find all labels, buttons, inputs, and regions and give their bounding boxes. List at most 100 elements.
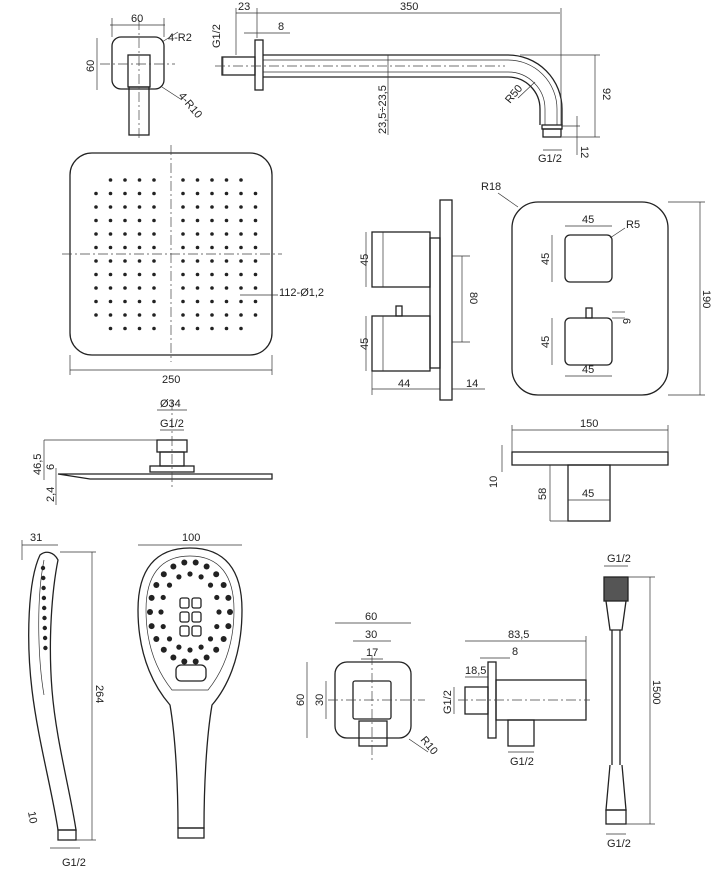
nozzle-pad [179,625,190,637]
nozzle-hole [94,286,98,290]
nozzle-hole [94,191,98,196]
nozzle-hole [239,191,243,196]
nozzle-hole [152,326,156,331]
nozzle-hole [224,191,229,196]
nozzle-hole [41,585,46,591]
wall-outlet-front-view: 60 30 17 60 30 R10 [295,611,440,760]
nozzle-hole [94,232,98,236]
nozzle-hole [94,205,98,209]
nozzle-hole [195,205,200,209]
nozzle-hole [123,205,127,209]
nozzle-hole [152,205,156,209]
nozzle-hole [210,245,214,250]
wall-outlet-side-view: 83,5 8 18,5 G1/2 G1/2 [442,629,590,768]
nozzle-hole [152,286,156,290]
nozzle-hole [239,259,243,263]
dimension-label: 350 [400,1,418,13]
nozzle-hole [203,563,210,570]
nozzle-hole [108,272,113,277]
nozzle-holes [94,178,258,331]
dimension-label: 10 [25,810,39,824]
nozzle-hole [210,178,214,182]
nozzle-hole [210,272,214,277]
wall-bracket-front-view: 60 4-R2 60 4-R10 [85,13,204,140]
nozzle-hole [239,326,243,331]
nozzle-hole [198,574,204,580]
nozzle-hole [123,232,127,236]
dimension-label: G1/2 [538,153,562,165]
dimension-label: 6 [45,464,57,470]
dimension-label: 264 [93,685,105,703]
hand-shower-side-view: 31 264 10 G1/2 [21,532,105,869]
nozzle-hole [181,313,185,317]
dimension-label: 6 [620,318,632,324]
dimension-label: G1/2 [160,418,184,430]
nozzle-hole [94,313,98,317]
dimension-label: R18 [481,181,501,193]
nozzle-hole [239,245,243,250]
nozzle-hole [210,259,214,263]
nozzle-hole [148,623,155,630]
nozzle-hole [253,245,258,250]
nozzle-hole [42,605,47,611]
shower-arm-side-view: 23 350 8 G1/2 R50 92 23,5÷23,5 G1/2 12 [211,1,612,165]
nozzle-pad [179,597,190,609]
nozzle-hole [152,313,156,317]
nozzle-hole [203,654,210,661]
nozzle-pad [191,625,202,637]
nozzle-hole [181,658,188,665]
nozzle-hole [158,609,164,615]
nozzle-hole [195,299,200,304]
dimension-label: 1500 [650,680,662,704]
dimension-label: G1/2 [607,553,631,565]
nozzle-hole [137,232,142,236]
nozzle-hole [148,594,155,601]
nozzle-hole [152,178,156,182]
nozzle-hole [239,205,243,209]
mixer-top-view: 150 10 58 45 [488,418,669,522]
nozzle-hole [224,272,229,277]
nozzle-hole [181,272,185,277]
dimension-label: 45 [540,253,552,265]
nozzle-hole [195,286,200,290]
nozzle-hole [224,286,229,290]
dimension-label: 150 [580,418,598,430]
nozzle-hole [220,581,227,588]
dimension-label: Ø34 [160,398,181,410]
nozzle-hole [137,191,142,196]
nozzle-hole [137,205,142,209]
dimension-label: 60 [85,60,97,72]
nozzle-hole [123,218,127,223]
nozzle-hole [187,571,193,577]
dimension-label: 8 [278,21,284,33]
dimension-label: 45 [359,338,371,350]
nozzle-hole [227,609,233,615]
nozzle-hole [176,574,182,580]
nozzle-hole [181,286,185,290]
nozzle-hole [195,218,200,223]
nozzle-hole [123,178,127,182]
nozzle-hole [181,232,185,236]
nozzle-hole [187,647,193,653]
nozzle-hole [192,559,199,566]
nozzle-hole [214,594,220,601]
nozzle-hole [224,326,229,331]
nozzle-hole [123,272,127,277]
nozzle-hole [94,272,98,277]
nozzle-hole [181,245,185,250]
dimension-label: R10 [418,734,440,757]
nozzle-hole [192,658,199,665]
nozzle-hole [123,259,127,263]
nozzle-hole [123,299,127,304]
nozzle-hole [108,218,113,223]
nozzle-hole [42,625,47,631]
nozzle-hole [160,594,166,601]
dimension-label: 92 [600,88,612,100]
nozzle-hole [152,259,156,263]
dimension-label: G1/2 [442,690,454,714]
shower-hose: G1/2 1500 G1/2 [603,553,662,850]
nozzle-hole [253,232,258,236]
dimension-label: 100 [182,532,200,544]
nozzle-hole [166,636,173,642]
nozzle-hole [176,644,182,650]
